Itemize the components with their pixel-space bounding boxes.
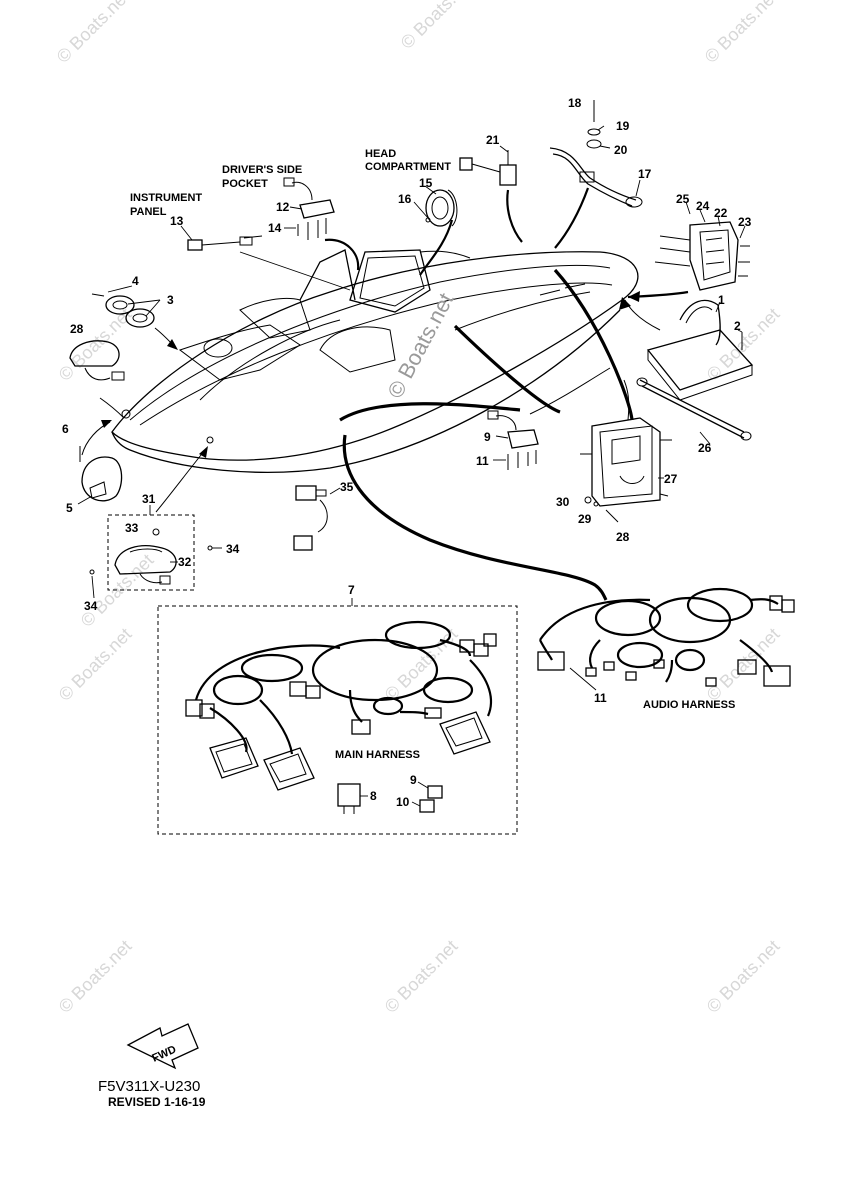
callout-34a: 34: [226, 542, 240, 556]
callout-30: 30: [556, 495, 570, 509]
callout-33: 33: [125, 521, 139, 535]
label-head-compartment-1: HEAD: [365, 148, 396, 160]
part-9-stern-light: [487, 367, 611, 470]
part-26-battery-cable: [636, 377, 752, 445]
part-21-sensor: [459, 145, 523, 243]
watermark-layer: © Boats.net © Boats.net © Boats.net © Bo…: [53, 0, 784, 1017]
watermark-mid-right-1: © Boats.net: [703, 304, 784, 385]
callout-26: 26: [698, 441, 712, 455]
callout-3: 3: [167, 293, 174, 307]
callout-13: 13: [170, 214, 184, 228]
callout-28b: 28: [616, 530, 630, 544]
callout-9a: 9: [484, 430, 491, 444]
label-fwd: FWD: [150, 1044, 178, 1065]
callout-16: 16: [398, 192, 412, 206]
part-31-bow-light-box: [89, 446, 222, 599]
label-main-harness: MAIN HARNESS: [335, 749, 420, 761]
label-instrument-panel-1: INSTRUMENT: [130, 192, 202, 204]
watermark-mid-left-3: © Boats.net: [77, 550, 158, 631]
harness-routing: [339, 268, 634, 601]
callout-15: 15: [419, 176, 433, 190]
label-audio-harness: AUDIO HARNESS: [643, 699, 735, 711]
watermark-mid-left-2: © Boats.net: [55, 624, 136, 705]
part-35-connector: [293, 485, 341, 551]
fwd-arrow-icon: FWD: [126, 1023, 199, 1070]
part-11-audio-harness: [537, 587, 795, 691]
callout-24: 24: [696, 199, 710, 213]
callout-21: 21: [486, 133, 500, 147]
part-12-pocket-light: [283, 177, 360, 271]
label-drivers-pocket-1: DRIVER'S SIDE: [222, 164, 302, 176]
label-drivers-pocket-2: POCKET: [222, 178, 268, 190]
callout-18: 18: [568, 96, 582, 110]
watermark-top-right: © Boats.net: [701, 0, 782, 67]
part-3-front-speakers: [91, 285, 178, 350]
callout-5: 5: [66, 501, 73, 515]
callout-14: 14: [268, 221, 282, 235]
part-27-control-unit: [580, 379, 672, 523]
watermark-low-right: © Boats.net: [703, 936, 784, 1017]
diagram-code: F5V311X-U230: [98, 1078, 200, 1095]
callout-25: 25: [676, 192, 690, 206]
callout-1: 1: [718, 293, 725, 307]
callout-22: 22: [714, 206, 728, 220]
callout-2: 2: [734, 319, 741, 333]
label-head-compartment-2: COMPARTMENT: [365, 161, 451, 173]
callout-31: 31: [142, 492, 156, 506]
callout-34b: 34: [84, 599, 98, 613]
callout-35: 35: [340, 480, 354, 494]
callout-32: 32: [178, 555, 192, 569]
part-28-courtesy-light: [69, 340, 125, 419]
watermark-top-left: © Boats.net: [53, 0, 134, 67]
callout-9b: 9: [410, 773, 417, 787]
part-7-main-harness: [157, 598, 518, 835]
callout-numbers: 1 2 3 4 5 6 7 8 9 9 10 11 11 12 13 14 15…: [62, 96, 752, 809]
part-15-speaker: [413, 185, 458, 276]
part-17-cable: [549, 100, 643, 249]
callout-17: 17: [638, 167, 652, 181]
callout-29: 29: [578, 512, 592, 526]
callout-11b: 11: [594, 691, 607, 705]
watermark-low-center: © Boats.net: [381, 936, 462, 1017]
part-5-horn: [77, 420, 123, 505]
callout-12: 12: [276, 200, 290, 214]
text-labels: INSTRUMENT PANEL DRIVER'S SIDE POCKET HE…: [130, 148, 735, 761]
callout-11a: 11: [476, 454, 489, 468]
callout-4: 4: [132, 274, 139, 288]
watermark-low-left: © Boats.net: [55, 936, 136, 1017]
callout-27: 27: [664, 472, 678, 486]
part-22-relay-bracket: [627, 201, 750, 302]
callout-28a: 28: [70, 322, 84, 336]
label-instrument-panel-2: PANEL: [130, 206, 167, 218]
callout-6: 6: [62, 422, 69, 436]
callout-19: 19: [616, 119, 630, 133]
watermark-top-center: © Boats.net: [397, 0, 478, 53]
watermark-mid-left-1: © Boats.net: [55, 304, 136, 385]
callout-23: 23: [738, 215, 752, 229]
callout-20: 20: [614, 143, 628, 157]
footer: F5V311X-U230 REVISED 1-16-19: [98, 1078, 206, 1109]
boat-hull: [111, 249, 639, 473]
callout-10: 10: [396, 795, 410, 809]
part-13-instrument-wire: [180, 225, 351, 291]
callout-7: 7: [348, 583, 355, 597]
callout-8: 8: [370, 789, 377, 803]
revision-date: REVISED 1-16-19: [108, 1095, 206, 1109]
